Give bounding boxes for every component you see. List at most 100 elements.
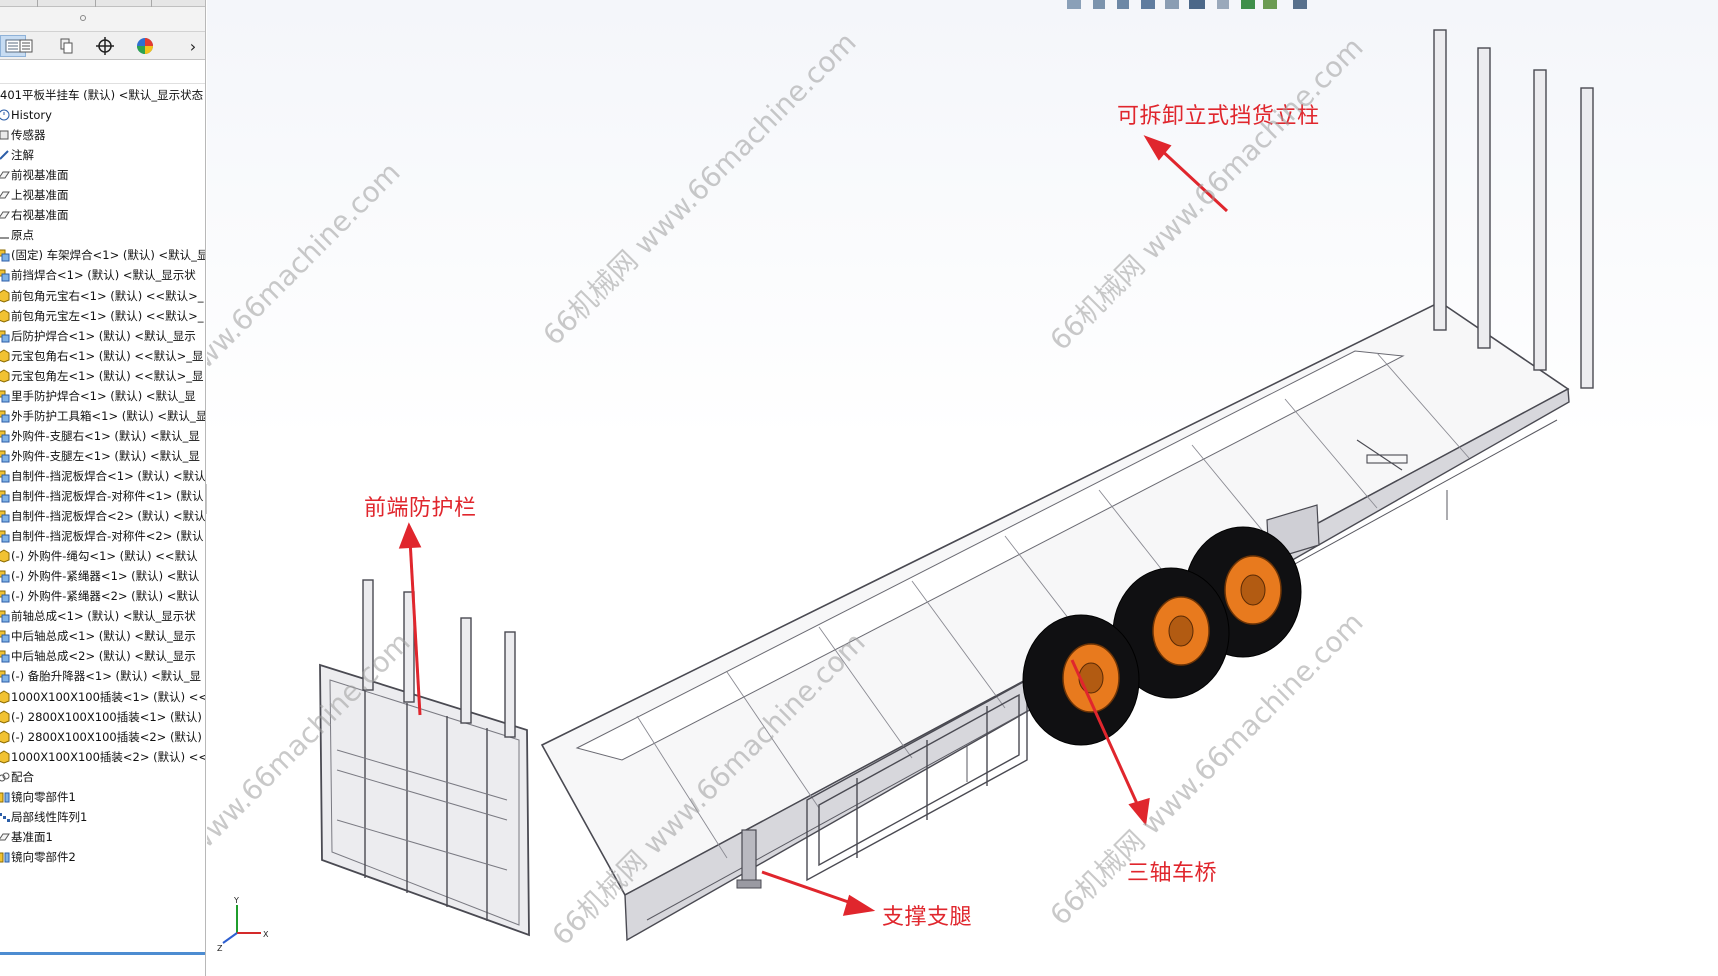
tree-item[interactable]: 外手防护工具箱<1> (默认) <默认_显 — [0, 405, 206, 427]
tree-item[interactable]: 后防护焊合<1> (默认) <默认_显示 — [0, 325, 205, 347]
tree-item[interactable]: 里手防护焊合<1> (默认) <默认_显 — [0, 385, 205, 407]
triad-y-label: Y — [233, 896, 239, 905]
configuration-manager-tab[interactable] — [53, 35, 79, 57]
apply-scene-icon[interactable] — [1263, 0, 1277, 9]
tree-item-label: 中后轴总成<1> (默认) <默认_显示 — [11, 629, 196, 644]
tree-item[interactable]: 自制件-挡泥板焊合<1> (默认) <默认 — [0, 465, 205, 487]
zoom-area-icon[interactable] — [1093, 0, 1105, 9]
rear-stakes — [1433, 29, 1594, 389]
tree-root-item[interactable]: 401平板半挂车 (默认) <默认_显示状态 — [0, 84, 205, 106]
tree-item-label: 局部线性阵列1 — [11, 809, 88, 824]
hide-show-icon[interactable] — [1217, 0, 1229, 9]
command-tab[interactable] — [0, 0, 38, 7]
tree-filter-bar[interactable] — [0, 60, 205, 84]
tree-item[interactable]: History — [0, 104, 205, 126]
command-tab[interactable] — [38, 0, 96, 7]
command-tab[interactable] — [152, 0, 205, 7]
assembly-icon — [0, 629, 10, 643]
tree-item-label: 中后轴总成<2> (默认) <默认_显示 — [11, 649, 196, 664]
tree-item-label: (-) 外购件-绳勾<1> (默认) <<默认 — [11, 549, 198, 564]
part-icon — [0, 750, 10, 764]
tree-item[interactable]: 前包角元宝左<1> (默认) <<默认>_ — [0, 305, 205, 327]
tree-item-label: 里手防护焊合<1> (默认) <默认_显 — [11, 388, 196, 403]
panel-collapse-handle[interactable] — [0, 7, 205, 32]
more-tabs-button[interactable]: › — [189, 36, 197, 56]
tree-item[interactable]: 镜向零部件2 — [0, 846, 205, 868]
callout-landing-gear-label: 支撑支腿 — [882, 905, 973, 930]
assembly-icon — [0, 248, 10, 262]
assembly-icon — [0, 569, 10, 583]
assembly-icon — [0, 409, 10, 423]
tree-item[interactable]: (-) 外购件-紧绳器<2> (默认) <默认 — [0, 585, 205, 607]
tree-item[interactable]: 原点 — [0, 224, 205, 246]
tree-item[interactable]: 上视基准面 — [0, 184, 205, 206]
tree-item[interactable]: 外购件-支腿左<1> (默认) <默认_显 — [0, 445, 205, 467]
part-icon — [0, 288, 10, 303]
zoom-to-fit-icon[interactable] — [1067, 0, 1081, 9]
command-tab[interactable] — [96, 0, 152, 7]
tree-item[interactable]: 自制件-挡泥板焊合<2> (默认) <默认 — [0, 505, 205, 527]
tree-item[interactable]: (-) 2800X100X100插装<1> (默认) — [0, 706, 205, 728]
tree-item-label: 外手防护工具箱<1> (默认) <默认_显 — [11, 408, 206, 423]
heads-up-view-toolbar[interactable] — [867, 0, 1427, 12]
part-icon — [0, 549, 10, 563]
tree-item[interactable]: 1000X100X100插装<2> (默认) << — [0, 746, 205, 768]
tree-item-label: 外购件-支腿右<1> (默认) <默认_显 — [11, 428, 200, 443]
mirror-icon — [0, 790, 10, 804]
tree-item-label: 基准面1 — [11, 829, 53, 844]
tree-item[interactable]: (-) 2800X100X100插装<2> (默认) — [0, 726, 205, 748]
edit-appearance-icon[interactable] — [1241, 0, 1255, 9]
assembly-icon — [0, 649, 10, 663]
tree-item[interactable]: (-) 备胎升降器<1> (默认) <默认_显 — [0, 665, 205, 687]
tree-item[interactable]: 前包角元宝右<1> (默认) <<默认>_ — [0, 285, 205, 307]
section-view-icon[interactable] — [1141, 0, 1155, 9]
tree-item[interactable]: 前轴总成<1> (默认) <默认_显示状 — [0, 605, 205, 627]
view-orientation-icon[interactable] — [1165, 0, 1179, 9]
tree-item[interactable]: 基准面1 — [0, 826, 205, 848]
sensor-icon — [0, 128, 10, 142]
dimxpert-tab[interactable] — [92, 35, 118, 57]
tree-item-label: 前包角元宝左<1> (默认) <<默认>_ — [11, 308, 204, 323]
tree-item[interactable]: 传感器 — [0, 124, 205, 146]
pattern-icon — [0, 810, 10, 824]
tree-item[interactable]: 自制件-挡泥板焊合-对称件<2> (默认 — [0, 525, 205, 547]
command-tab-strip — [0, 0, 205, 7]
tree-item[interactable]: 右视基准面 — [0, 204, 205, 226]
view-settings-icon[interactable] — [1293, 0, 1307, 9]
display-style-icon[interactable] — [1189, 0, 1205, 9]
landing-gear — [736, 829, 762, 889]
tree-item[interactable]: 镜向零部件1 — [0, 786, 205, 808]
tree-item[interactable]: (-) 外购件-紧绳器<1> (默认) <默认 — [0, 565, 205, 587]
tree-item[interactable]: 外购件-支腿右<1> (默认) <默认_显 — [0, 425, 205, 447]
display-manager-tab[interactable] — [132, 35, 158, 57]
tree-item[interactable]: (固定) 车架焊合<1> (默认) <默认_显 — [0, 244, 205, 266]
tree-item[interactable]: (-) 外购件-绳勾<1> (默认) <<默认 — [0, 545, 205, 567]
assembly-icon — [0, 429, 10, 443]
tree-item[interactable]: 中后轴总成<2> (默认) <默认_显示 — [0, 645, 205, 667]
tree-item[interactable]: 自制件-挡泥板焊合-对称件<1> (默认 — [0, 485, 205, 507]
assembly-icon — [0, 509, 10, 523]
assembly-icon — [0, 609, 10, 623]
tree-item[interactable]: 局部线性阵列1 — [0, 806, 205, 828]
tree-item-label: 原点 — [11, 228, 34, 243]
trailer-model-view[interactable] — [207, 0, 1718, 976]
center-plate — [575, 350, 1405, 761]
property-manager-tab[interactable] — [13, 35, 39, 57]
annotation-icon — [0, 148, 10, 162]
tree-item-label: 自制件-挡泥板焊合-对称件<1> (默认 — [11, 489, 204, 503]
panel-toolbar: › — [0, 32, 205, 60]
graphics-area[interactable]: 可拆卸立式挡货立柱 前端防护栏 支撑支腿 三轴车桥 66机械网 www.66ma… — [207, 0, 1718, 976]
tree-item[interactable]: 元宝包角左<1> (默认) <<默认>_显 — [0, 365, 205, 387]
previous-view-icon[interactable] — [1117, 0, 1129, 9]
tree-item[interactable]: 1000X100X100插装<1> (默认) << — [0, 686, 205, 708]
tree-item[interactable]: 元宝包角右<1> (默认) <<默认>_显 — [0, 345, 205, 367]
tree-item[interactable]: 注解 — [0, 144, 205, 166]
tree-item[interactable]: 前挡焊合<1> (默认) <默认_显示状 — [0, 264, 205, 286]
tree-item[interactable]: 配合 — [0, 766, 205, 788]
plane-icon — [0, 168, 10, 182]
mates-icon — [0, 770, 10, 784]
tree-item[interactable]: 前视基准面 — [0, 164, 205, 186]
tree-item[interactable]: 中后轴总成<1> (默认) <默认_显示 — [0, 625, 205, 647]
collapse-dot-icon — [80, 15, 86, 21]
tree-item-label: (-) 外购件-紧绳器<2> (默认) <默认 — [11, 589, 200, 604]
